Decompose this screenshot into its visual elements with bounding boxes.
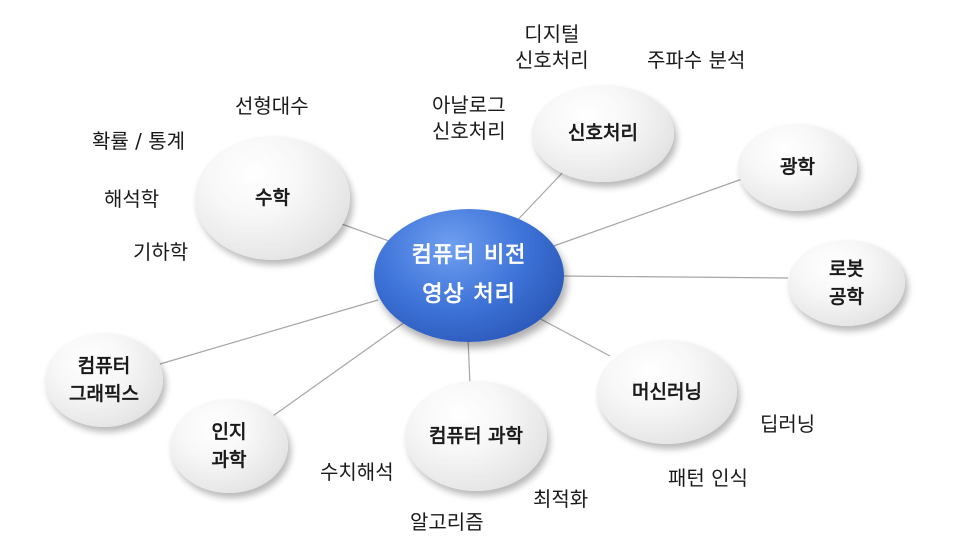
label-pattern-recognition: 패턴 인식 — [668, 466, 748, 490]
node-optics: 광학 — [738, 124, 857, 211]
node-robotics: 로봇 공학 — [788, 240, 905, 326]
label-optimization: 최적화 — [533, 487, 589, 511]
label-deep-learning: 딥러닝 — [760, 412, 816, 436]
link-graphics — [159, 299, 379, 365]
label-probability-statistics: 확률 / 통계 — [92, 129, 186, 153]
node-signal-processing: 신호처리 — [532, 85, 674, 182]
node-computer-science: 컴퓨터 과학 — [405, 381, 547, 491]
link-cognitive — [269, 321, 406, 419]
label-algorithms: 알고리즘 — [410, 510, 484, 534]
label-analog-signal-processing: 아날로그 신호처리 — [432, 93, 506, 143]
node-computer-graphics: 컴퓨터 그래픽스 — [45, 333, 163, 427]
node-math: 수학 — [195, 136, 350, 260]
link-cs — [467, 337, 471, 386]
link-robotics — [559, 275, 789, 279]
label-geometry: 기하학 — [133, 240, 189, 264]
label-frequency-analysis: 주파수 분석 — [647, 48, 746, 72]
label-digital-signal-processing: 디지털 신호처리 — [515, 22, 589, 72]
link-optics — [547, 177, 746, 249]
node-cognitive-science: 인지 과학 — [170, 399, 288, 493]
link-ml — [534, 315, 611, 357]
node-machine-learning: 머신러닝 — [597, 340, 737, 444]
label-numerical-analysis: 수치해석 — [320, 460, 394, 484]
label-analysis: 해석학 — [104, 187, 160, 211]
label-linear-algebra: 선형대수 — [235, 94, 309, 118]
node-computer-vision: 컴퓨터 비전 영상 처리 — [374, 209, 564, 342]
